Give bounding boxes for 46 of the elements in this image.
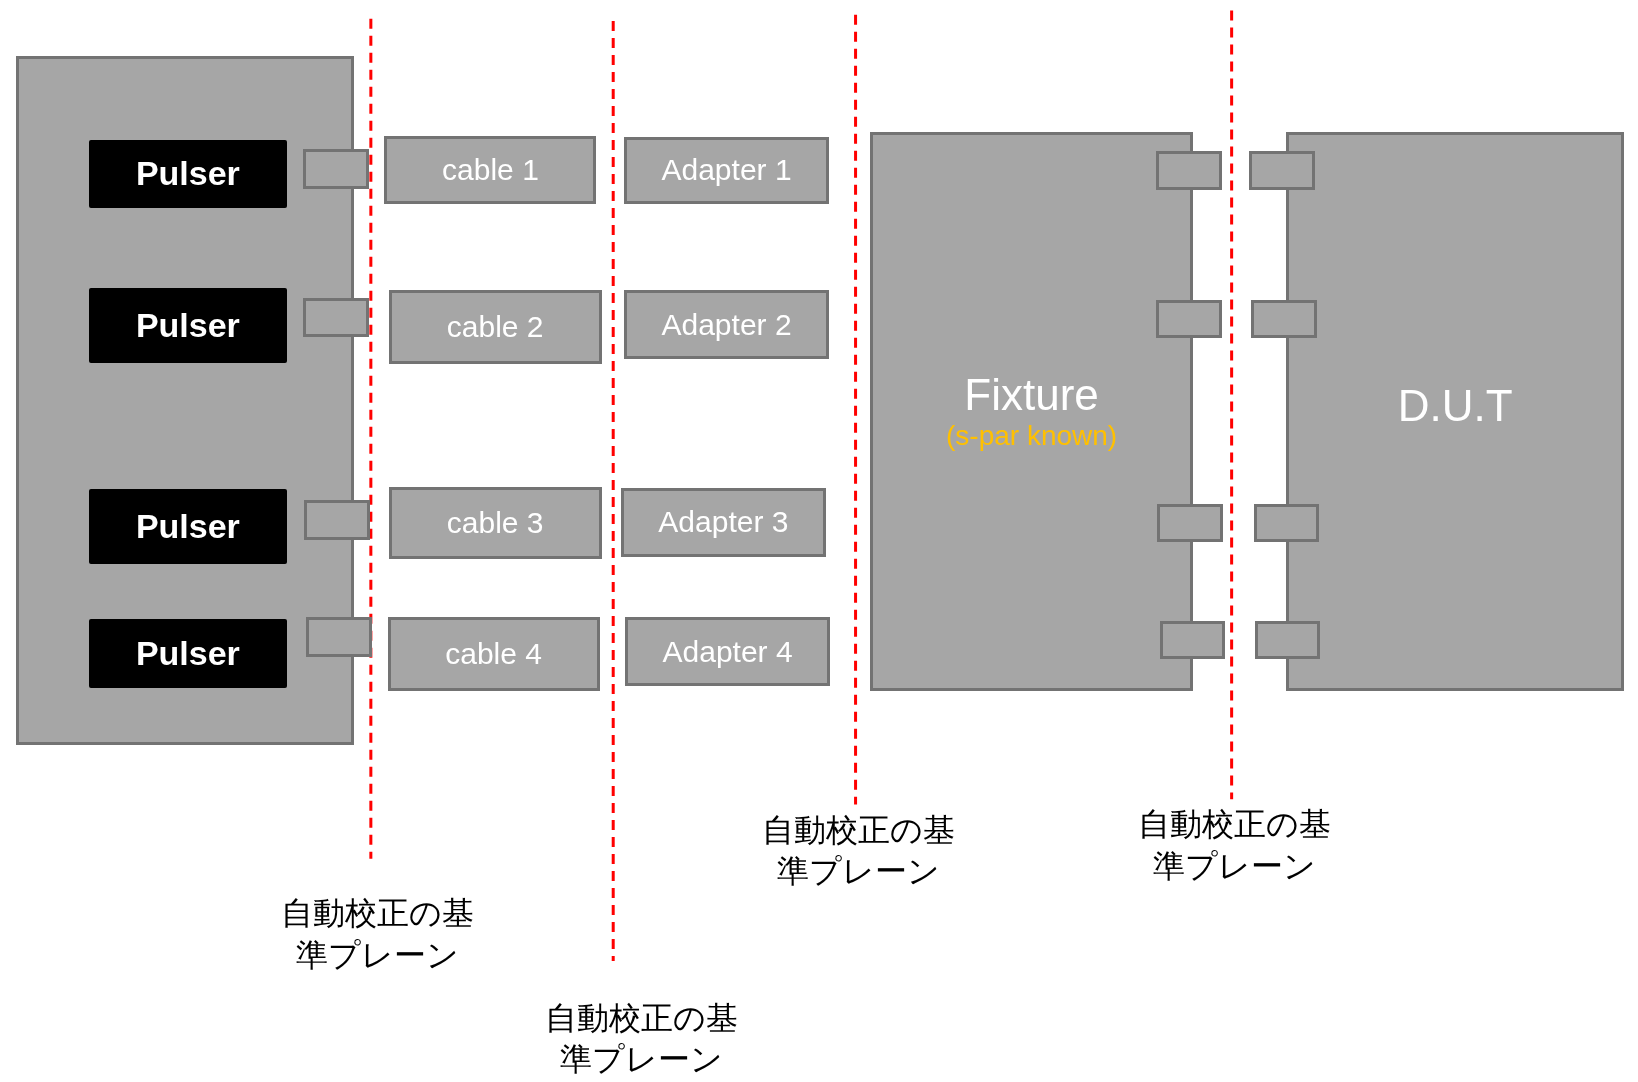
port-box xyxy=(1156,151,1223,191)
pulser-label: Pulser xyxy=(135,154,240,194)
instrument-box xyxy=(15,56,355,745)
pulser-label: Pulser xyxy=(135,506,240,546)
adapter-box xyxy=(623,136,830,204)
adapter-label: Adapter 2 xyxy=(661,307,792,342)
cable-label: cable 2 xyxy=(446,309,544,344)
adapter-box xyxy=(620,487,827,557)
reference-plane-label: 自動校正の基準プレーン xyxy=(279,893,475,976)
port-box xyxy=(1253,503,1320,543)
port-box xyxy=(1159,620,1226,660)
port-box xyxy=(1249,151,1316,191)
adapter-label: Adapter 1 xyxy=(661,153,792,188)
cable-label: cable 3 xyxy=(446,505,544,540)
cable-label: cable 4 xyxy=(445,636,542,671)
pulser-box xyxy=(88,619,288,689)
reference-plane-label: 自動校正の基準プレーン xyxy=(761,809,957,893)
port-box xyxy=(1251,299,1318,339)
cable-label: cable 1 xyxy=(442,152,539,187)
port-box xyxy=(302,297,369,338)
dut-label: D.U.T xyxy=(1397,381,1513,432)
pulser-label: Pulser xyxy=(135,306,240,346)
adapter-box xyxy=(623,290,830,360)
reference-plane-label: 自動校正の基準プレーン xyxy=(1137,804,1333,887)
cable-box xyxy=(384,135,597,204)
adapter-label: Adapter 3 xyxy=(658,505,789,540)
port-box xyxy=(302,149,369,190)
port-box xyxy=(1157,503,1224,543)
cable-box xyxy=(388,486,602,559)
pulser-label: Pulser xyxy=(135,634,240,674)
fixture-box xyxy=(870,131,1193,691)
port-box xyxy=(1156,299,1223,339)
pulser-box xyxy=(88,288,288,364)
port-box xyxy=(1254,620,1321,660)
pulser-box xyxy=(88,139,288,208)
dut-box xyxy=(1285,131,1625,691)
cable-box xyxy=(387,617,600,691)
port-box xyxy=(306,617,372,658)
adapter-label: Adapter 4 xyxy=(662,634,793,669)
cable-box xyxy=(388,290,602,364)
fixture-label: Fixture xyxy=(964,370,1099,421)
fixture-note: (s-par known) xyxy=(946,420,1118,453)
port-box xyxy=(304,500,370,541)
pulser-box xyxy=(88,488,288,564)
reference-plane-label: 自動校正の基準プレーン xyxy=(544,997,739,1081)
adapter-box xyxy=(624,617,831,687)
